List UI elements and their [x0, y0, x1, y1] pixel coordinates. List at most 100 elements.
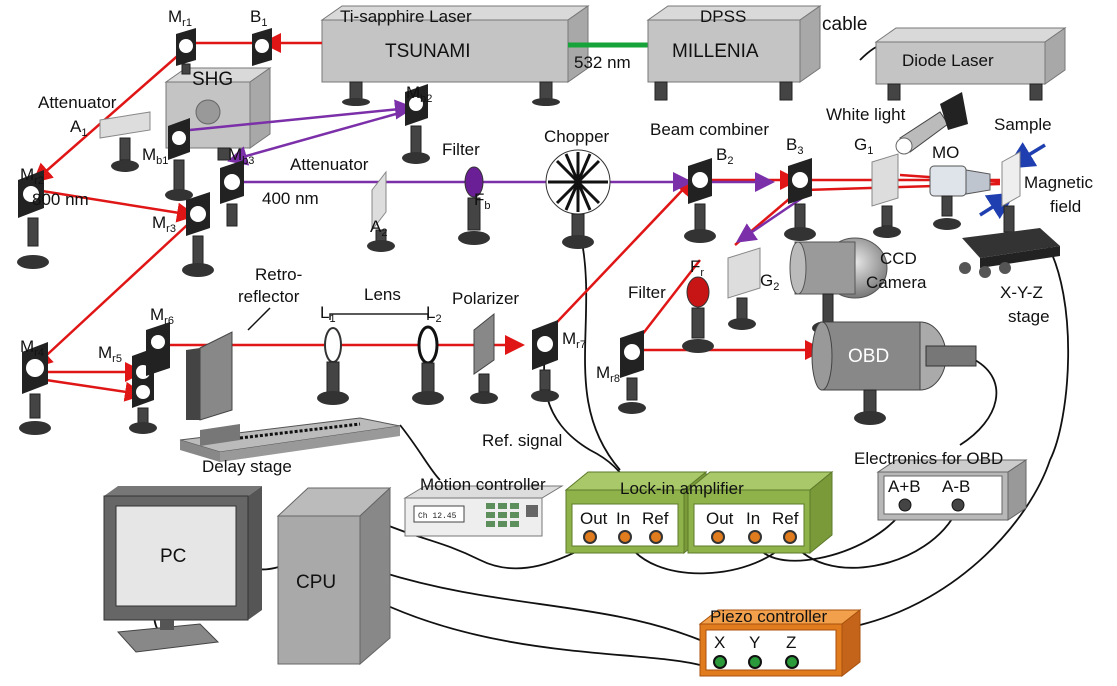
label-filter1: Filter: [442, 140, 480, 159]
sample-stage: [959, 151, 1060, 278]
polarizer: [470, 312, 498, 404]
white-light-lamp: [895, 92, 968, 155]
shg-label: SHG: [192, 69, 233, 90]
chopper: [545, 149, 611, 249]
label-g1: G1: [854, 135, 873, 157]
filter-fr: [682, 276, 714, 353]
label-mr7: Mr7: [562, 329, 586, 351]
mirror-mb1: [165, 118, 193, 201]
label-magnetic: Magnetic: [1024, 173, 1093, 192]
mirror-b1: [252, 28, 272, 66]
label-a2: A2: [370, 217, 387, 239]
label-l2: L2: [426, 303, 442, 325]
motion-controller: Ch 12.45: [403, 485, 564, 537]
piezo-y: Y: [749, 633, 760, 652]
label-xyz: X-Y-Z: [1000, 283, 1043, 302]
lockin-ports: [583, 530, 797, 544]
tsunami-title: Ti-sapphire Laser: [340, 7, 472, 26]
attenuator-a1: [99, 111, 151, 172]
label-stage: stage: [1008, 307, 1050, 326]
label-delay-stage: Delay stage: [202, 457, 292, 476]
label-lens: Lens: [364, 285, 401, 304]
delay-stage: [179, 417, 401, 462]
millenia-label: MILLENIA: [672, 41, 759, 62]
label-g2: G2: [760, 271, 779, 293]
plate-g1: [871, 153, 901, 238]
mirror-mb2: [402, 84, 430, 164]
label-mr2: Mr2: [20, 165, 44, 187]
label-electronics-obd: Electronics for OBD: [854, 449, 1003, 468]
mirror-mr6: [146, 322, 170, 376]
lens-bracket: [329, 313, 429, 320]
cable-label: cable: [822, 14, 867, 35]
label-mb1: Mb1: [142, 145, 168, 167]
diode-laser: Diode Laser: [874, 27, 1067, 101]
motion-display: Ch 12.45: [418, 512, 457, 521]
mirror-b3: [784, 158, 816, 241]
label-mr3: Mr3: [152, 213, 176, 235]
label-attenuator2: Attenuator: [290, 155, 369, 174]
cpu-tower: [276, 486, 392, 666]
label-cpu: CPU: [296, 572, 336, 593]
label-a1: A1: [70, 117, 87, 139]
label-l1: L1: [320, 303, 336, 325]
label-retro: Retro-: [255, 265, 302, 284]
obd-electronics: [876, 459, 1028, 521]
label-800nm: 800 nm: [32, 190, 89, 209]
label-mr8: Mr8: [596, 363, 620, 385]
dpss-label: DPSS: [700, 7, 746, 26]
label-polarizer: Polarizer: [452, 289, 519, 308]
label-400nm: 400 nm: [262, 189, 319, 208]
label-fr: Fr: [690, 257, 704, 279]
retro-pointer: [247, 307, 271, 331]
obd-port-amb: A-B: [942, 477, 970, 496]
piezo-z: Z: [786, 633, 796, 652]
label-532nm: 532 nm: [574, 53, 631, 72]
label-obd: OBD: [848, 346, 889, 367]
diode-label: Diode Laser: [902, 51, 994, 70]
mirror-mr2: [17, 170, 49, 269]
component-labels: Mr1 B1 Attenuator A1 Mr2 800 nm Mb1 Mb2 …: [20, 7, 1093, 652]
label-piezo: Piezo controller: [710, 607, 828, 626]
mirror-mr7: [531, 320, 559, 402]
filter-fb: [458, 166, 490, 245]
label-mr6: Mr6: [150, 305, 174, 327]
mirror-mr8: [618, 330, 646, 414]
piezo-controller: [698, 608, 862, 678]
lockin1-ref: Ref: [642, 509, 669, 528]
label-mr4: Mr4: [20, 337, 44, 359]
lockin2-ref: Ref: [772, 509, 799, 528]
mirror-mb3: [220, 160, 244, 227]
tsunami-label: TSUNAMI: [385, 41, 471, 62]
microscope-objective: [929, 165, 991, 230]
lockin2-in: In: [746, 509, 760, 528]
lockin1-in: In: [616, 509, 630, 528]
mirror-mr1: [176, 28, 196, 75]
retro-reflector: [186, 331, 233, 421]
label-reflector: reflector: [238, 287, 300, 306]
lens-l2: [412, 325, 444, 405]
mirror-mr3: [182, 192, 214, 277]
label-filter2: Filter: [628, 283, 666, 302]
label-lockin: Lock-in amplifier: [620, 479, 744, 498]
pc-monitor: [103, 486, 262, 653]
lockin2-out: Out: [706, 509, 734, 528]
lens-l1: [317, 327, 349, 405]
millenia-laser: DPSS MILLENIA: [646, 5, 822, 101]
label-beam-combiner: Beam combiner: [650, 120, 769, 139]
mirror-mr4: [19, 342, 51, 435]
obd-detector: [811, 321, 977, 425]
mirror-b2: [684, 158, 716, 243]
label-b2: B2: [716, 145, 733, 167]
label-field: field: [1050, 197, 1081, 216]
tsunami-laser: Ti-sapphire Laser TSUNAMI: [320, 5, 590, 106]
label-camera: Camera: [866, 273, 927, 292]
label-ccd: CCD: [880, 249, 917, 268]
label-mo: MO: [932, 143, 959, 162]
label-ref-signal: Ref. signal: [482, 431, 562, 450]
lockin1-out: Out: [580, 509, 608, 528]
label-motion-controller: Motion controller: [420, 475, 546, 494]
label-mb3: Mb3: [228, 145, 254, 167]
